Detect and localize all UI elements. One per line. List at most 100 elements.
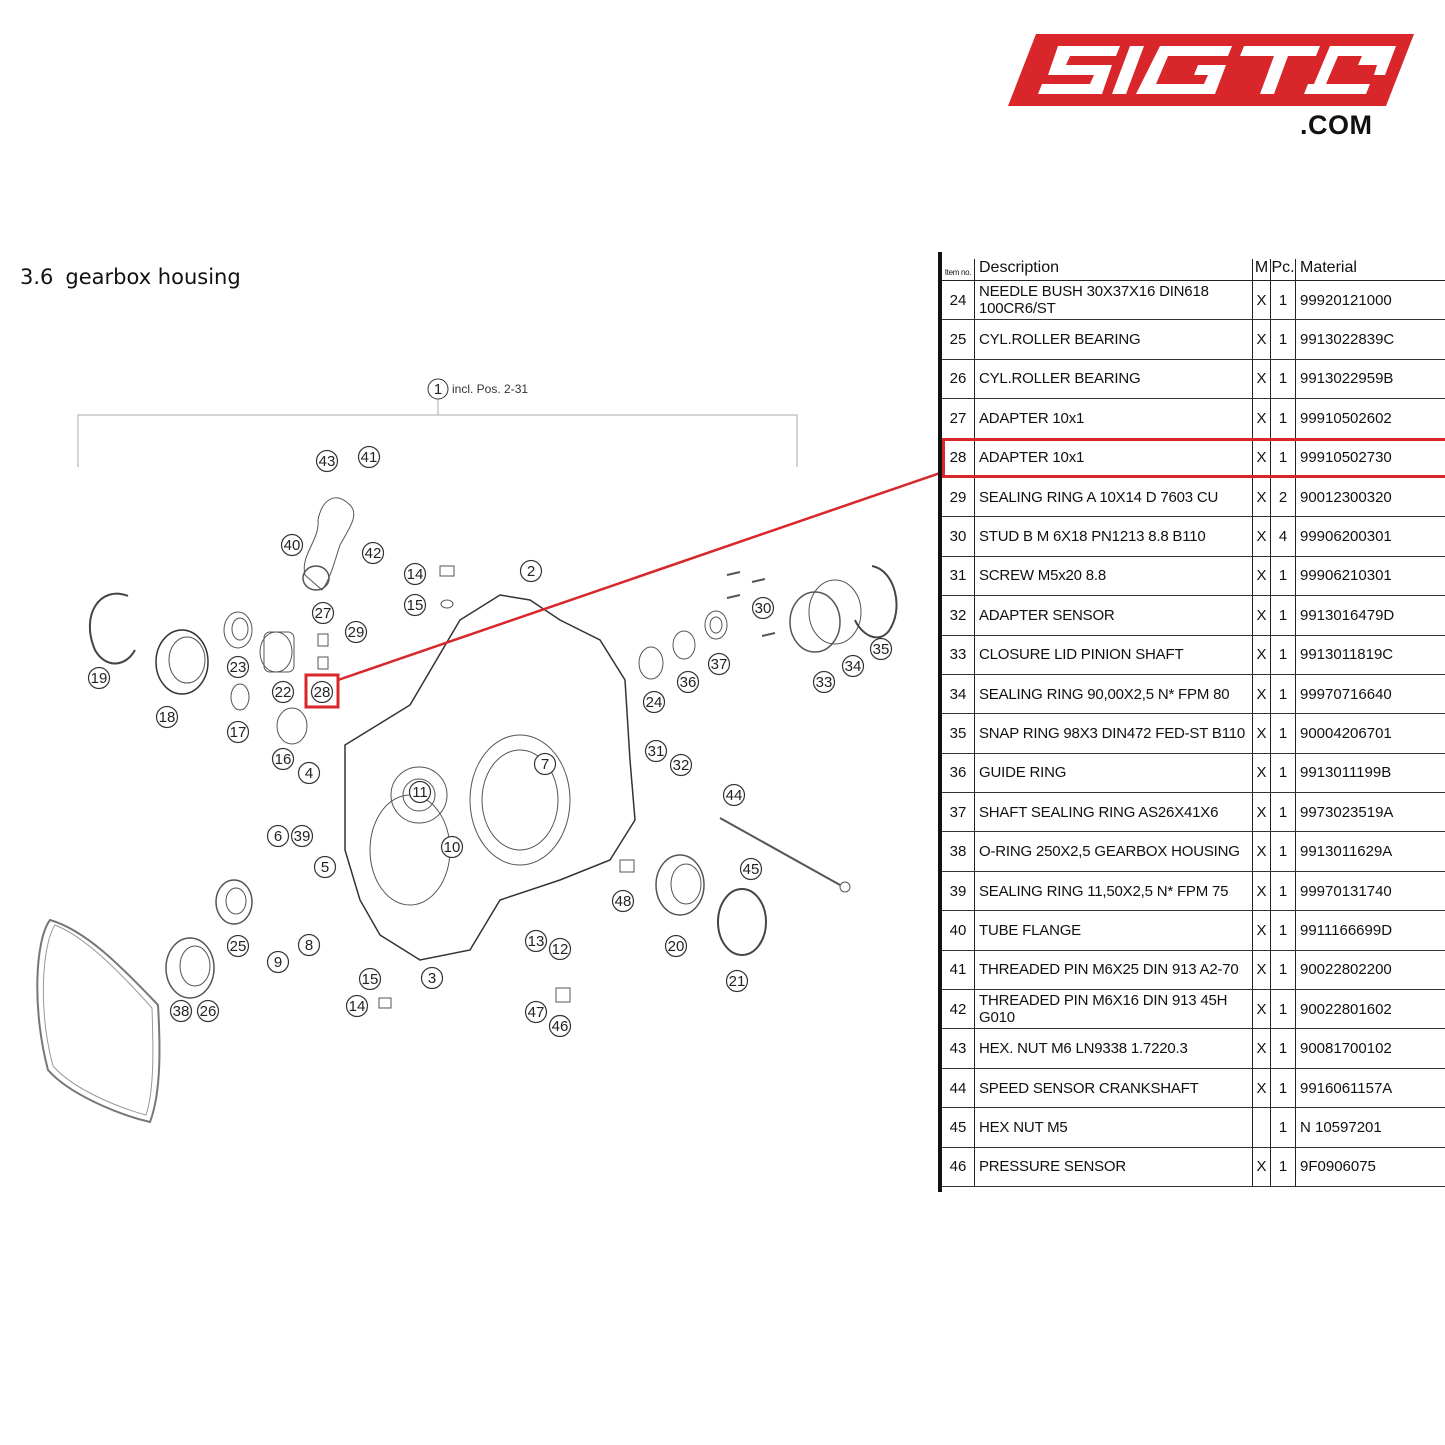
- callout-circle: [533, 752, 557, 776]
- callout-38[interactable]: 38: [169, 999, 193, 1023]
- callout-23[interactable]: 23: [226, 655, 250, 679]
- callout-25[interactable]: 25: [226, 934, 250, 958]
- pc-cell: 1: [1270, 832, 1295, 871]
- callout-6[interactable]: 6: [266, 824, 290, 848]
- callout-26[interactable]: 26: [196, 999, 220, 1023]
- callout-13[interactable]: 13: [524, 929, 548, 953]
- callout-33[interactable]: 33: [812, 670, 836, 694]
- pc-cell: 1: [1270, 1029, 1295, 1068]
- pc-cell: 1: [1270, 281, 1295, 320]
- brand-logo[interactable]: [1008, 34, 1414, 106]
- callout-46[interactable]: 46: [548, 1014, 572, 1038]
- callout-label: 29: [348, 624, 365, 641]
- callout-31[interactable]: 31: [644, 739, 668, 763]
- callout-24[interactable]: 24: [642, 690, 666, 714]
- m-cell: X: [1252, 1029, 1270, 1068]
- callout-37[interactable]: 37: [707, 652, 731, 676]
- callout-30[interactable]: 30: [751, 596, 775, 620]
- callout-12[interactable]: 12: [548, 937, 572, 961]
- callout-35[interactable]: 35: [869, 637, 893, 661]
- description-cell: ADAPTER 10x1: [974, 399, 1252, 438]
- brand-domain: .COM: [1300, 110, 1373, 140]
- callout-32[interactable]: 32: [669, 753, 693, 777]
- callout-22[interactable]: 22: [271, 680, 295, 704]
- callout-circle: [524, 929, 548, 953]
- callout-15[interactable]: 15: [403, 593, 427, 617]
- material-cell: 9913022959B: [1295, 359, 1445, 399]
- callout-label: 43: [319, 453, 336, 470]
- callout-circle: [707, 652, 731, 676]
- callout-circle: [524, 1000, 548, 1024]
- callout-10[interactable]: 10: [440, 835, 464, 859]
- callout-29[interactable]: 29: [344, 620, 368, 644]
- callout-40[interactable]: 40: [280, 533, 304, 557]
- material-cell: 99906210301: [1295, 556, 1445, 596]
- callout-15[interactable]: 15: [358, 967, 382, 991]
- callout-18[interactable]: 18: [155, 705, 179, 729]
- callout-36[interactable]: 36: [676, 670, 700, 694]
- callout-label: 14: [407, 566, 424, 583]
- callout-4[interactable]: 4: [297, 761, 321, 785]
- callout-circle: [403, 562, 427, 586]
- callout-19[interactable]: 19: [87, 666, 111, 690]
- m-cell: X: [1252, 556, 1270, 596]
- callout-20[interactable]: 20: [664, 934, 688, 958]
- callout-11[interactable]: 11: [408, 780, 432, 804]
- m-cell: X: [1252, 320, 1270, 359]
- material-cell: 9913022839C: [1295, 320, 1445, 359]
- callout-21[interactable]: 21: [725, 969, 749, 993]
- callout-16[interactable]: 16: [271, 747, 295, 771]
- m-cell: X: [1252, 477, 1270, 517]
- callout-48[interactable]: 48: [611, 889, 635, 913]
- callout-27[interactable]: 27: [311, 601, 335, 625]
- callout-39[interactable]: 39: [290, 824, 314, 848]
- callout-41[interactable]: 41: [357, 445, 381, 469]
- callout-3[interactable]: 3: [420, 966, 444, 990]
- callout-label: 8: [305, 937, 313, 954]
- item-no-cell: 25: [949, 331, 967, 349]
- callout-34[interactable]: 34: [841, 654, 865, 678]
- callout-9[interactable]: 9: [266, 950, 290, 974]
- m-cell: X: [1252, 911, 1270, 950]
- callout-45[interactable]: 45: [739, 857, 763, 881]
- callout-14[interactable]: 14: [345, 994, 369, 1018]
- callout-circle: [361, 541, 385, 565]
- callout-44[interactable]: 44: [722, 783, 746, 807]
- callout-17[interactable]: 17: [226, 720, 250, 744]
- callout-2[interactable]: 2: [519, 559, 543, 583]
- callout-28[interactable]: 28: [310, 680, 334, 704]
- callout-7[interactable]: 7: [533, 752, 557, 776]
- callout-circle: [676, 670, 700, 694]
- callout-43[interactable]: 43: [315, 449, 339, 473]
- callout-47[interactable]: 47: [524, 1000, 548, 1024]
- callout-42[interactable]: 42: [361, 541, 385, 565]
- description-cell: ADAPTER 10x1: [974, 438, 1252, 477]
- item-no-cell: 35: [949, 724, 967, 742]
- callout-14[interactable]: 14: [403, 562, 427, 586]
- callout-8[interactable]: 8: [297, 933, 321, 957]
- callout-5[interactable]: 5: [313, 855, 337, 879]
